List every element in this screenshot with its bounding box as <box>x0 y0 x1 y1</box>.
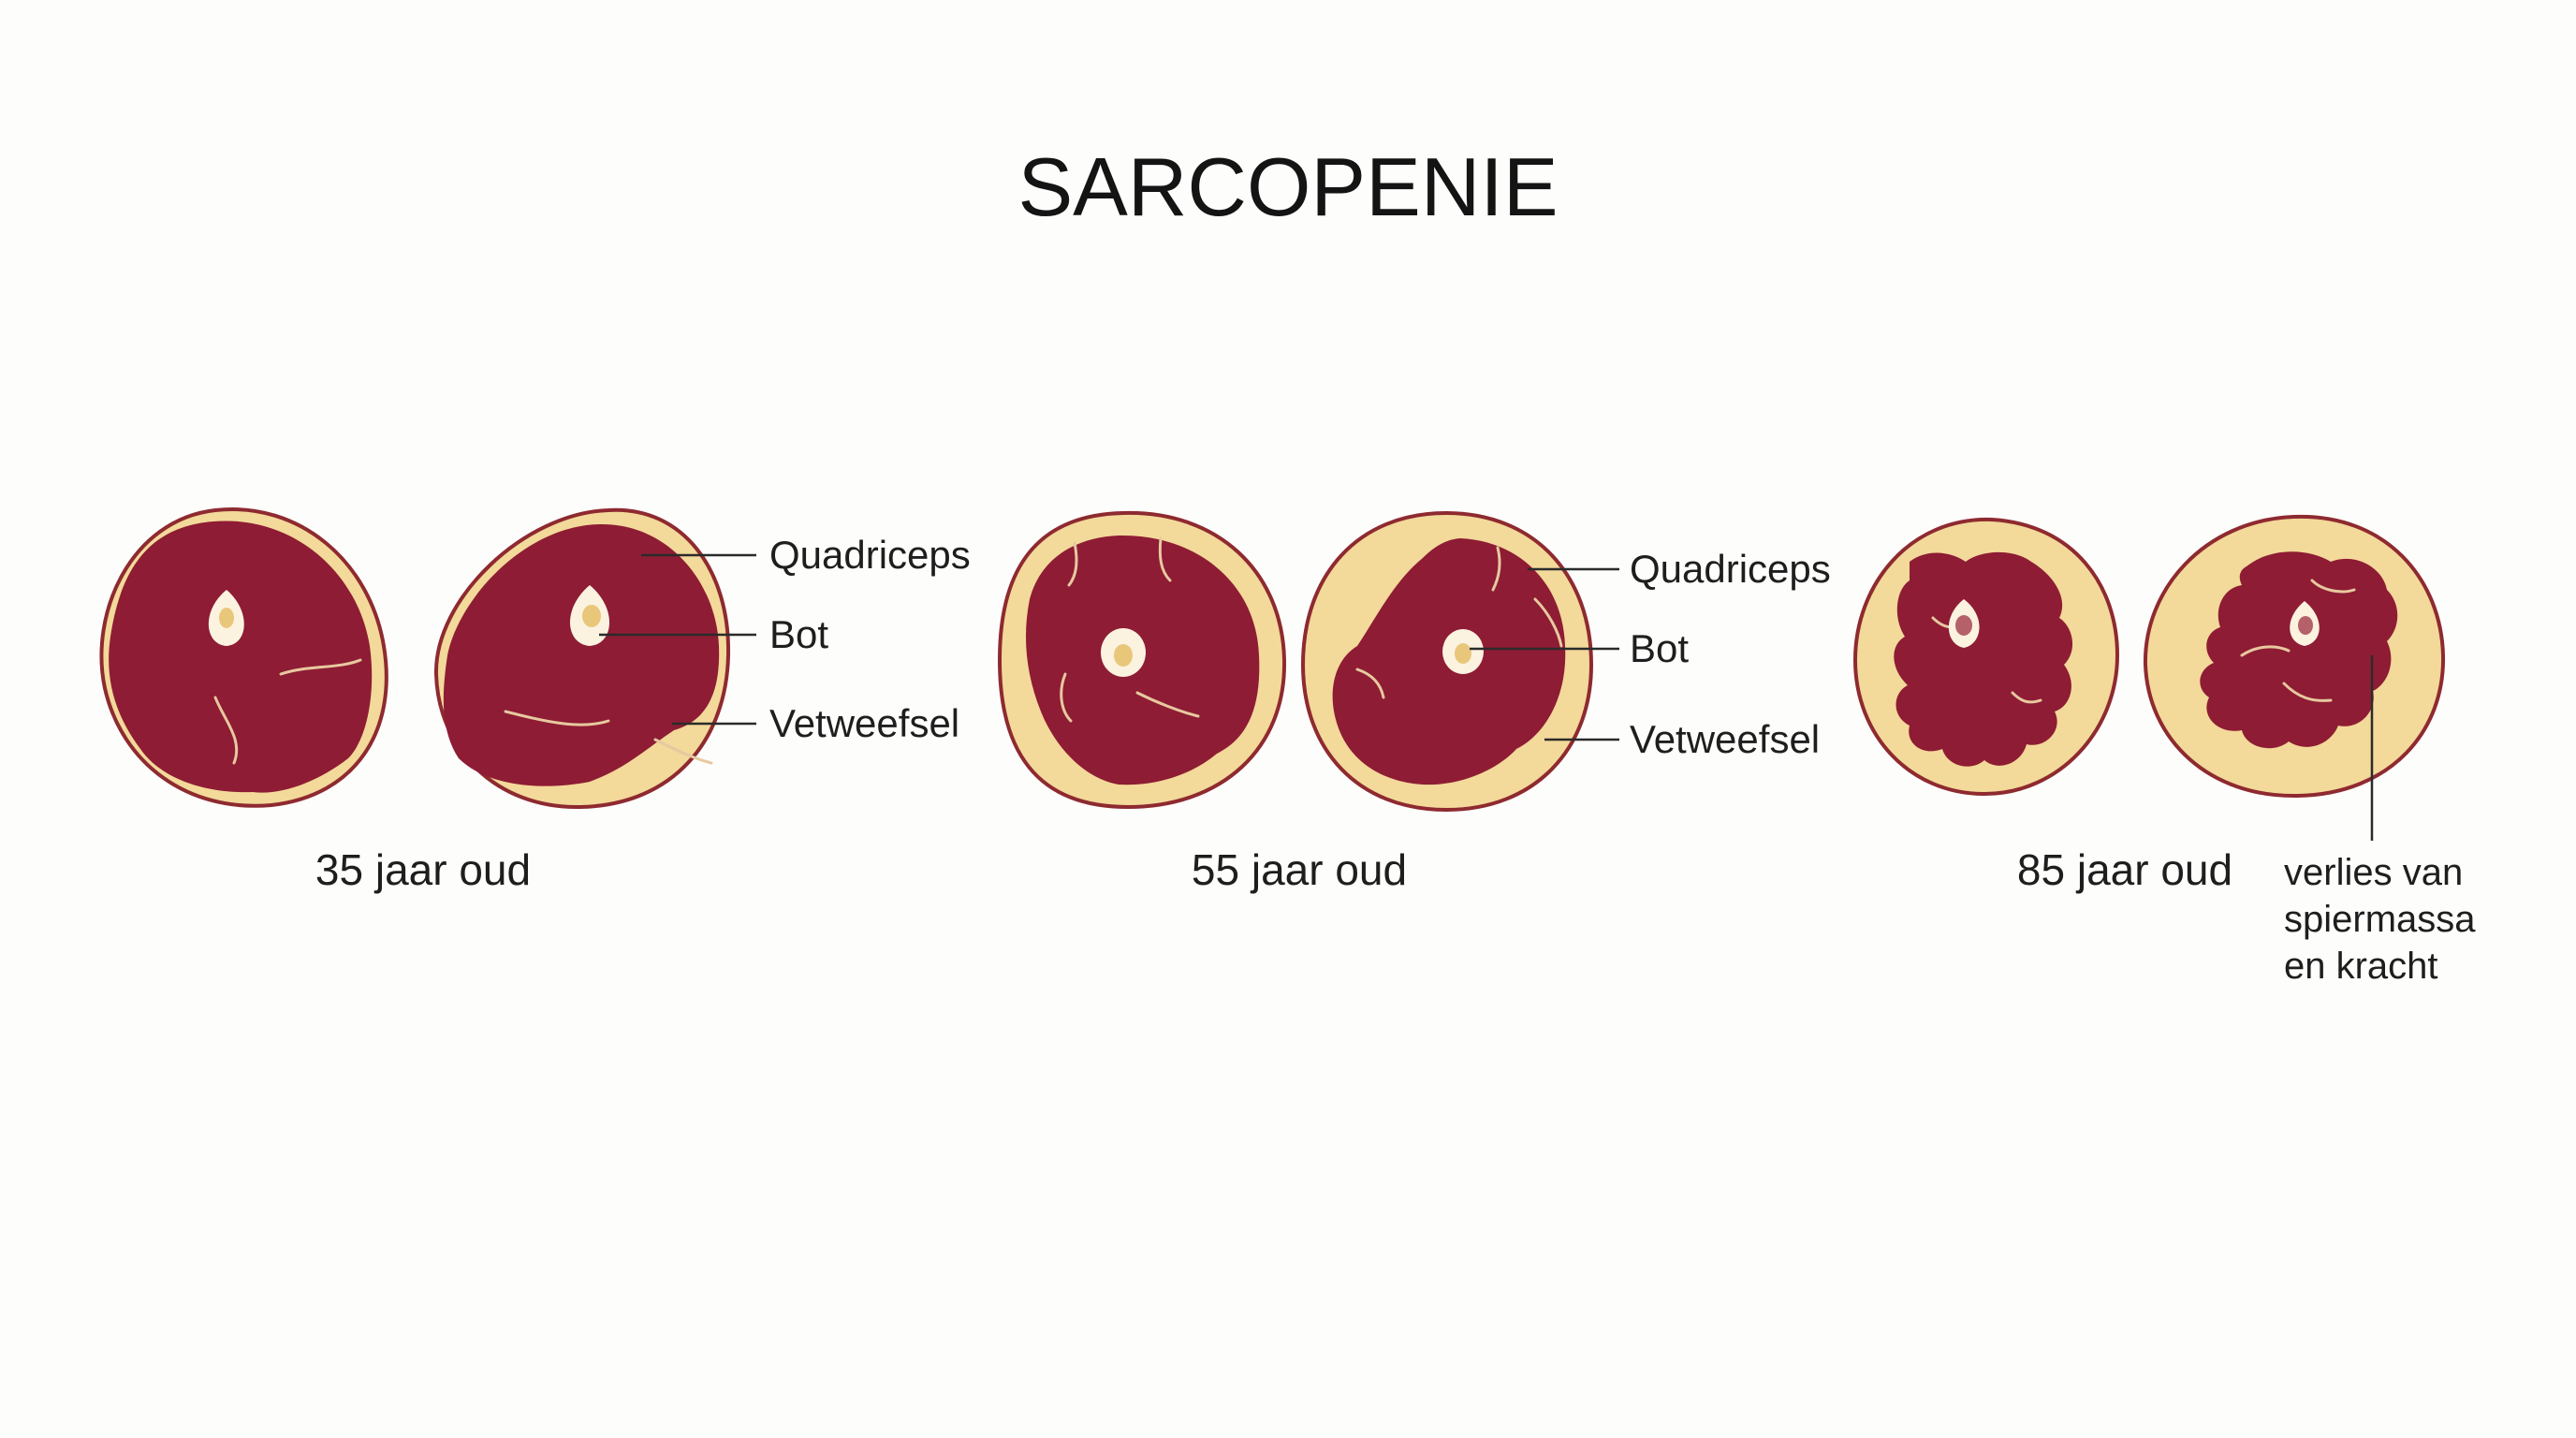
bone-85-b <box>2290 601 2320 646</box>
diagram-title: SARCOPENIE <box>1017 140 1558 233</box>
thigh-cross-section-55-b <box>1300 510 1594 813</box>
fat-label-35: Vetweefsel <box>769 701 959 745</box>
age-label-35: 35 jaar oud <box>315 845 531 894</box>
bone-35-a <box>208 590 244 646</box>
bone-55-a <box>1101 628 1146 677</box>
quadriceps-label-35: Quadriceps <box>769 533 971 577</box>
thigh-cross-section-55-a <box>997 510 1287 810</box>
thigh-cross-section-35-b <box>433 507 731 810</box>
group-55-years: Quadriceps Bot Vetweefsel 55 jaar oud <box>997 510 1831 894</box>
muscle-85-b <box>2200 551 2398 749</box>
muscle-35-b <box>443 523 720 786</box>
thigh-cross-section-85-a <box>1852 517 2120 797</box>
bone-35-b <box>569 585 610 646</box>
muscle-loss-note: verlies van spiermassa en kracht <box>2284 852 2476 987</box>
note-line-1: verlies van <box>2284 852 2463 893</box>
age-label-55: 55 jaar oud <box>1192 845 1407 894</box>
bone-label-55: Bot <box>1630 626 1689 670</box>
quadriceps-label-55: Quadriceps <box>1630 547 1831 591</box>
bone-55-b <box>1442 629 1484 674</box>
group-85-years: 85 jaar oud verlies van spiermassa en kr… <box>1852 514 2476 987</box>
fat-label-55: Vetweefsel <box>1630 717 1820 761</box>
bone-label-35: Bot <box>769 612 828 656</box>
age-label-85: 85 jaar oud <box>2017 845 2232 894</box>
note-line-2: spiermassa <box>2284 899 2476 940</box>
group-35-years: Quadriceps Bot Vetweefsel 35 jaar oud <box>99 507 971 894</box>
bone-85-a <box>1948 599 1980 648</box>
thigh-cross-section-35-a <box>99 507 388 808</box>
muscle-85-a <box>1894 551 2073 767</box>
thigh-cross-section-85-b <box>2143 514 2446 799</box>
note-line-3: en kracht <box>2284 946 2438 987</box>
muscle-35-a <box>109 521 373 793</box>
